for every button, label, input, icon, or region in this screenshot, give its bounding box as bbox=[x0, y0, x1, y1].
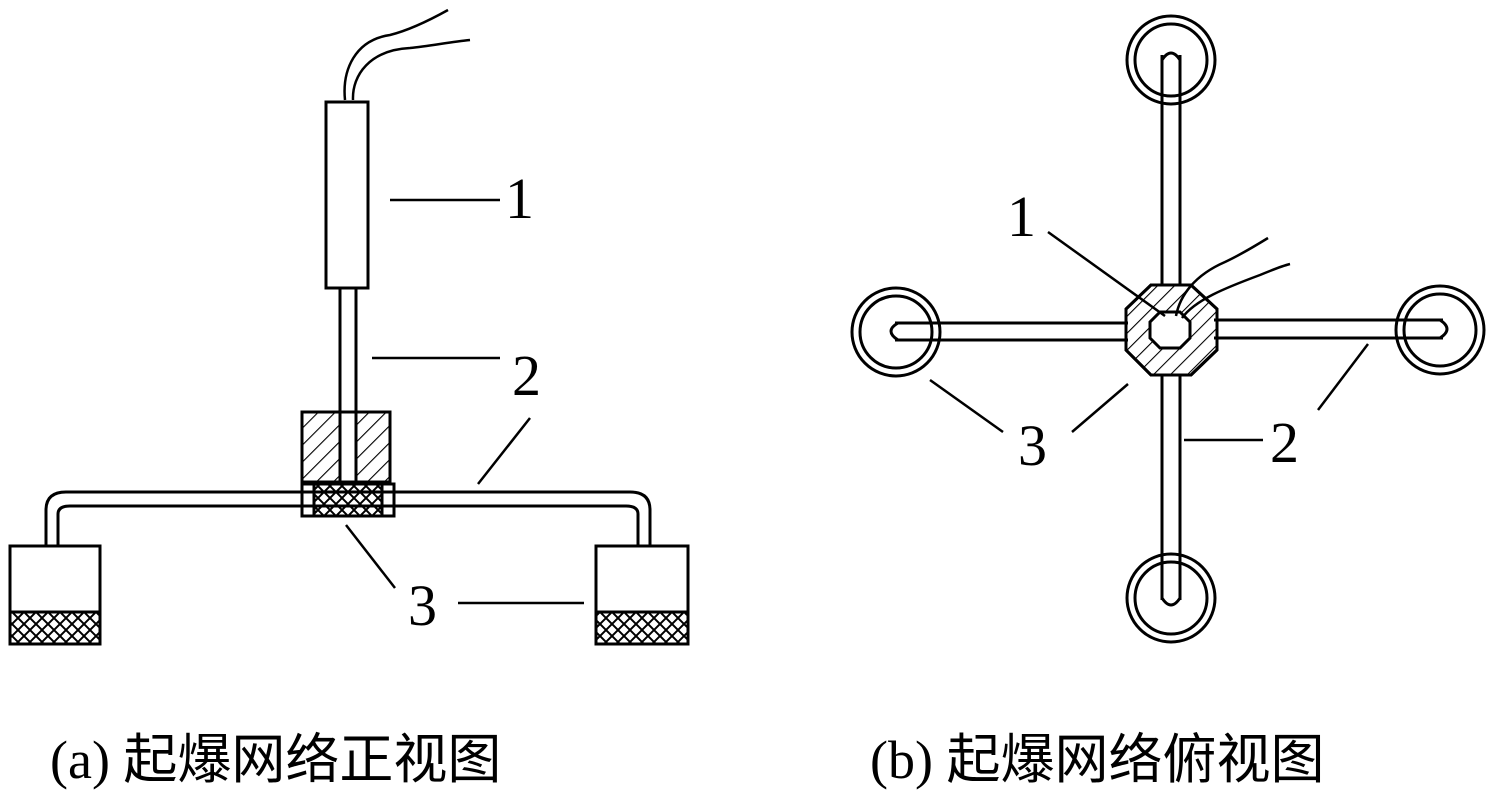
label-1: 1 bbox=[1007, 184, 1036, 249]
charge-bottom bbox=[1125, 552, 1217, 644]
label-3: 3 bbox=[408, 573, 437, 638]
label-3: 3 bbox=[1018, 413, 1047, 478]
center-booster bbox=[312, 482, 384, 518]
top-view bbox=[850, 14, 1486, 644]
leader-line-2b bbox=[477, 417, 531, 485]
lead-wire bbox=[1180, 262, 1291, 319]
leader-line-3 bbox=[929, 378, 1004, 434]
lead-wire bbox=[1174, 236, 1269, 317]
charge-top bbox=[1125, 14, 1217, 106]
leader-line-2b bbox=[1317, 343, 1369, 411]
leader-line-1 bbox=[1047, 230, 1166, 318]
charge-left bbox=[850, 286, 942, 378]
front-view bbox=[8, 8, 690, 646]
charge-right bbox=[1394, 284, 1486, 376]
caption-a: (a) 起爆网络正视图 bbox=[50, 730, 501, 790]
leader-line-3 bbox=[345, 524, 396, 589]
leader-line-3b bbox=[1071, 383, 1129, 433]
lead-wire bbox=[351, 38, 471, 101]
lead-wire bbox=[343, 8, 449, 101]
label-2: 2 bbox=[512, 343, 541, 408]
label-2: 2 bbox=[1270, 410, 1299, 475]
caption-b: (b) 起爆网络俯视图 bbox=[870, 730, 1324, 790]
label-1: 1 bbox=[505, 166, 534, 231]
detonator bbox=[324, 100, 370, 290]
